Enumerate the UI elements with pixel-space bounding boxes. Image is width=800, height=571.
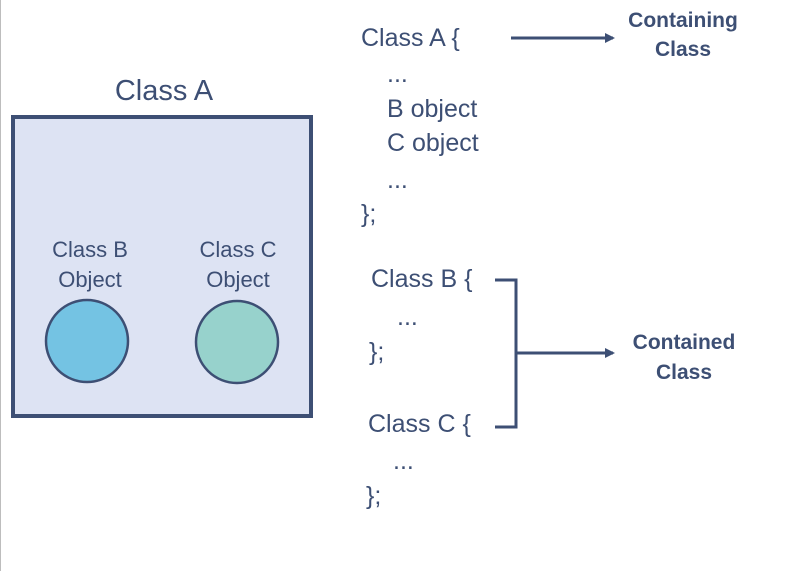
class-a-header: Class A { — [361, 24, 460, 52]
class-b-close: }; — [369, 338, 384, 366]
class-a-close: }; — [361, 200, 376, 228]
class-b-header: Class B { — [371, 265, 472, 293]
contained-label-line2: Class — [656, 361, 712, 384]
class-c-line: ... — [393, 447, 414, 475]
object-c-circle — [194, 299, 280, 385]
container-title: Class A — [115, 75, 214, 107]
class-c-close: }; — [366, 482, 381, 510]
object-c-label-line2: Object — [206, 267, 270, 292]
class-a-line: B object — [387, 95, 477, 123]
object-b-label-line2: Object — [58, 267, 122, 292]
class-c-header: Class C { — [368, 410, 471, 438]
object-b-label-line1: Class B — [52, 237, 128, 262]
class-a-line: C object — [387, 129, 479, 157]
class-a-line: ... — [387, 60, 408, 88]
contained-bracket — [495, 278, 518, 429]
object-b-circle — [44, 298, 130, 384]
class-b-line: ... — [397, 303, 418, 331]
containing-label-line1: Containing — [628, 9, 738, 32]
object-c-label-line1: Class C — [199, 237, 276, 262]
class-a-line: ... — [387, 166, 408, 194]
containing-label-line2: Class — [655, 38, 711, 61]
contained-label-line1: Contained — [633, 331, 736, 354]
